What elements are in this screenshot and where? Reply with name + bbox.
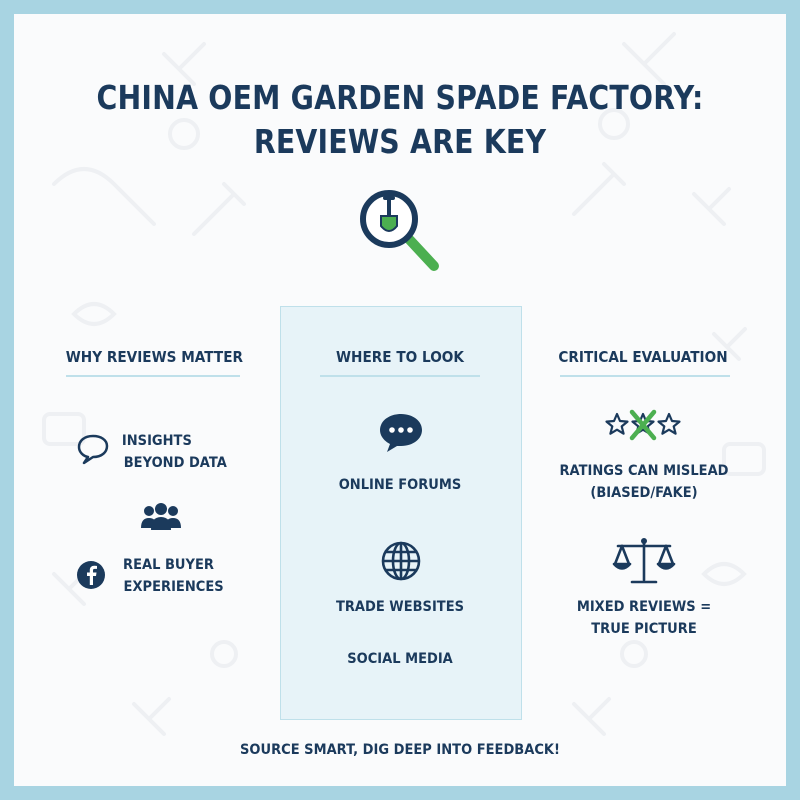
balance-scale-icon <box>612 538 676 584</box>
social-media-label: SOCIAL MEDIA <box>347 651 453 667</box>
mixed-reviews-line-1: MIXED REVIEWS = <box>576 599 712 615</box>
magnifier-spade-icon <box>360 190 439 271</box>
online-forums-label: ONLINE FORUMS <box>338 477 462 493</box>
critical-evaluation-heading: CRITICAL EVALUATION <box>558 348 728 366</box>
footer-tagline: SOURCE SMART, DIG DEEP INTO FEEDBACK! <box>240 742 560 758</box>
where-to-look-heading: WHERE TO LOOK <box>336 348 464 366</box>
real-buyer-line-1: REAL BUYER <box>123 557 214 573</box>
crossed-stars-icon <box>605 409 681 441</box>
title-line-1: CHINA OEM GARDEN SPADE FACTORY: <box>96 78 704 117</box>
title-line-2: REVIEWS ARE KEY <box>253 122 547 161</box>
people-group-icon <box>141 503 181 530</box>
facebook-icon <box>77 561 105 589</box>
left-heading-rule <box>66 375 240 377</box>
globe-icon <box>381 541 421 581</box>
real-buyer-line-2: EXPERIENCES <box>123 579 224 595</box>
background-pattern <box>42 32 766 736</box>
why-reviews-heading: WHY REVIEWS MATTER <box>65 348 244 366</box>
insights-line-1: INSIGHTS <box>121 433 192 449</box>
speech-bubble-icon <box>77 434 109 465</box>
trade-websites-label: TRADE WEBSITES <box>335 599 465 615</box>
chat-dots-icon <box>380 414 422 452</box>
right-heading-rule <box>560 375 730 377</box>
middle-heading-rule <box>320 375 480 377</box>
ratings-mislead-line-2: (BIASED/FAKE) <box>590 485 698 501</box>
page-title: CHINA OEM GARDEN SPADE FACTORY: REVIEWS … <box>68 76 732 164</box>
mixed-reviews-line-2: TRUE PICTURE <box>591 621 697 637</box>
ratings-mislead-line-1: RATINGS CAN MISLEAD <box>559 463 729 479</box>
insights-line-2: BEYOND DATA <box>123 455 227 471</box>
